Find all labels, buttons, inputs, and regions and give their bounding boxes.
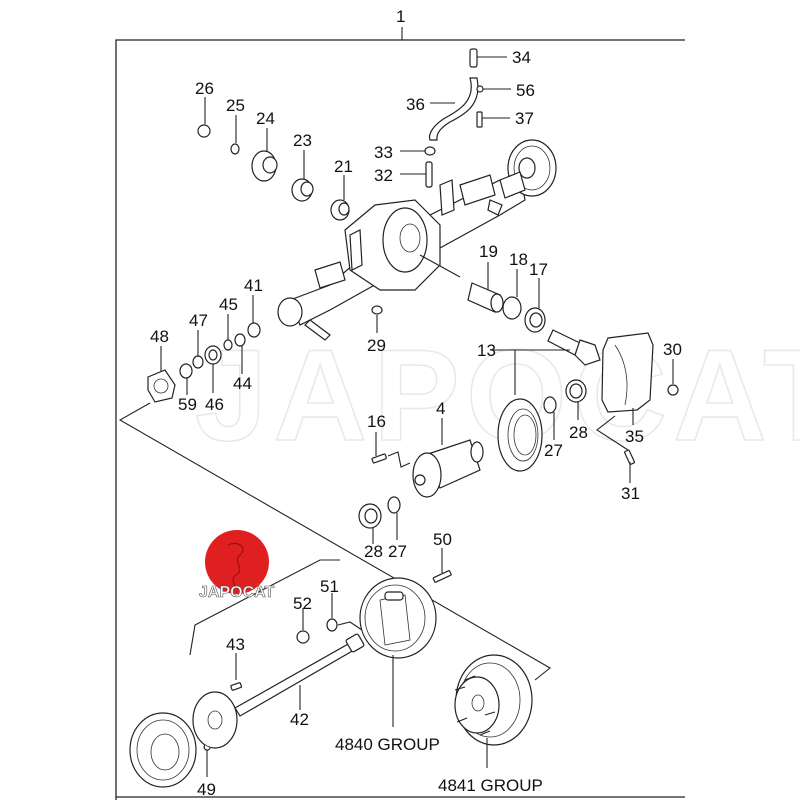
callout-59[interactable]: 59 [178,395,197,414]
part-24-seal[interactable] [251,150,278,182]
part-13-ring-gear[interactable] [497,398,543,472]
callout-50[interactable]: 50 [433,530,452,549]
callout-36[interactable]: 36 [406,95,425,114]
part-27-gear-lower[interactable] [387,496,401,514]
part-35-cover[interactable] [601,332,654,413]
part-33-cap[interactable] [424,146,436,156]
part-49-clip[interactable] [203,744,211,751]
callout-18[interactable]: 18 [509,250,528,269]
group-4840-label[interactable]: 4840 GROUP [335,735,440,754]
part-4-differential[interactable] [412,439,484,498]
part-45-ring[interactable] [223,339,233,351]
callout-35[interactable]: 35 [625,427,644,446]
callout-24[interactable]: 24 [256,109,275,128]
callout-51[interactable]: 51 [320,577,339,596]
callout-47[interactable]: 47 [189,311,208,330]
callout-26[interactable]: 26 [195,79,214,98]
callout-23[interactable]: 23 [293,131,312,150]
part-36-hose[interactable] [428,77,479,141]
part-41-bearing[interactable] [247,322,261,338]
part-21-bushing[interactable] [330,199,350,221]
callout-31[interactable]: 31 [621,484,640,503]
part-13-pinion[interactable] [547,329,601,366]
part-tone-wheel[interactable] [129,712,197,788]
part-48-gasket[interactable] [147,369,176,403]
callout-42[interactable]: 42 [290,710,309,729]
part-19-spacer[interactable] [467,282,504,313]
callout-48[interactable]: 48 [150,327,169,346]
part-56-clamp[interactable] [476,85,484,93]
axle-housing[interactable] [277,139,557,341]
part-28-bearing-lower[interactable] [358,503,382,529]
part-18-shim[interactable] [502,296,522,320]
callout-30[interactable]: 30 [663,340,682,359]
callout-52[interactable]: 52 [293,594,312,613]
callout-56[interactable]: 56 [516,81,535,100]
callout-16[interactable]: 16 [367,412,386,431]
part-32-breather[interactable] [425,161,433,188]
callout-25[interactable]: 25 [226,96,245,115]
part-26-nut[interactable] [197,124,211,138]
part-59-seal[interactable] [179,363,193,379]
callout-46[interactable]: 46 [205,395,224,414]
part-16-bolt[interactable] [371,453,387,464]
callout-37[interactable]: 37 [515,109,534,128]
diagram-frame [115,27,685,800]
part-flange[interactable] [192,691,238,749]
callout-49[interactable]: 49 [197,780,216,799]
part-30-nut[interactable] [667,384,679,396]
watermark-text: JAPOCAT [195,322,800,468]
part-51-washer[interactable] [326,618,338,632]
part-29-plug[interactable] [371,305,383,315]
logo-text: JAPOCAT [199,584,274,601]
part-17-bearing[interactable] [524,307,546,333]
part-34-bolt[interactable] [469,48,478,68]
part-31-bolt[interactable] [624,449,636,465]
callout-43[interactable]: 43 [226,635,245,654]
part-46-bearing[interactable] [204,345,222,365]
callout-41[interactable]: 41 [244,276,263,295]
callout-28b[interactable]: 28 [364,542,383,561]
callout-13[interactable]: 13 [477,341,496,360]
callout-27a[interactable]: 27 [544,441,563,460]
part-4841-brake-drum[interactable] [454,654,533,746]
callout-34[interactable]: 34 [512,48,531,67]
part-4840-brake-assembly[interactable] [359,577,437,659]
part-25-washer[interactable] [230,143,240,155]
callout-1[interactable]: 1 [396,7,405,26]
japocat-logo: JAPOCAT [199,530,275,601]
callout-32[interactable]: 32 [374,166,393,185]
part-52-nut[interactable] [296,630,310,644]
part-47-washer[interactable] [192,355,204,369]
callout-19[interactable]: 19 [479,242,498,261]
part-50-bolt[interactable] [432,570,452,583]
callout-29[interactable]: 29 [367,336,386,355]
callout-17[interactable]: 17 [529,260,548,279]
part-44-ring[interactable] [234,333,246,347]
callout-4[interactable]: 4 [436,399,445,418]
part-27-gear[interactable] [543,396,557,414]
callout-21[interactable]: 21 [334,157,353,176]
part-42-axle-shaft[interactable] [234,633,365,717]
part-28-bearing[interactable] [565,379,587,403]
part-43-bolt[interactable] [230,682,243,691]
callout-45[interactable]: 45 [219,295,238,314]
callout-27b[interactable]: 27 [388,542,407,561]
part-23-seal[interactable] [291,178,314,202]
callout-28a[interactable]: 28 [569,423,588,442]
part-37-bolt[interactable] [476,111,483,128]
callout-33[interactable]: 33 [374,143,393,162]
group-4841-label[interactable]: 4841 GROUP [438,776,543,795]
callout-44[interactable]: 44 [233,374,252,393]
logo-circle [205,530,269,594]
